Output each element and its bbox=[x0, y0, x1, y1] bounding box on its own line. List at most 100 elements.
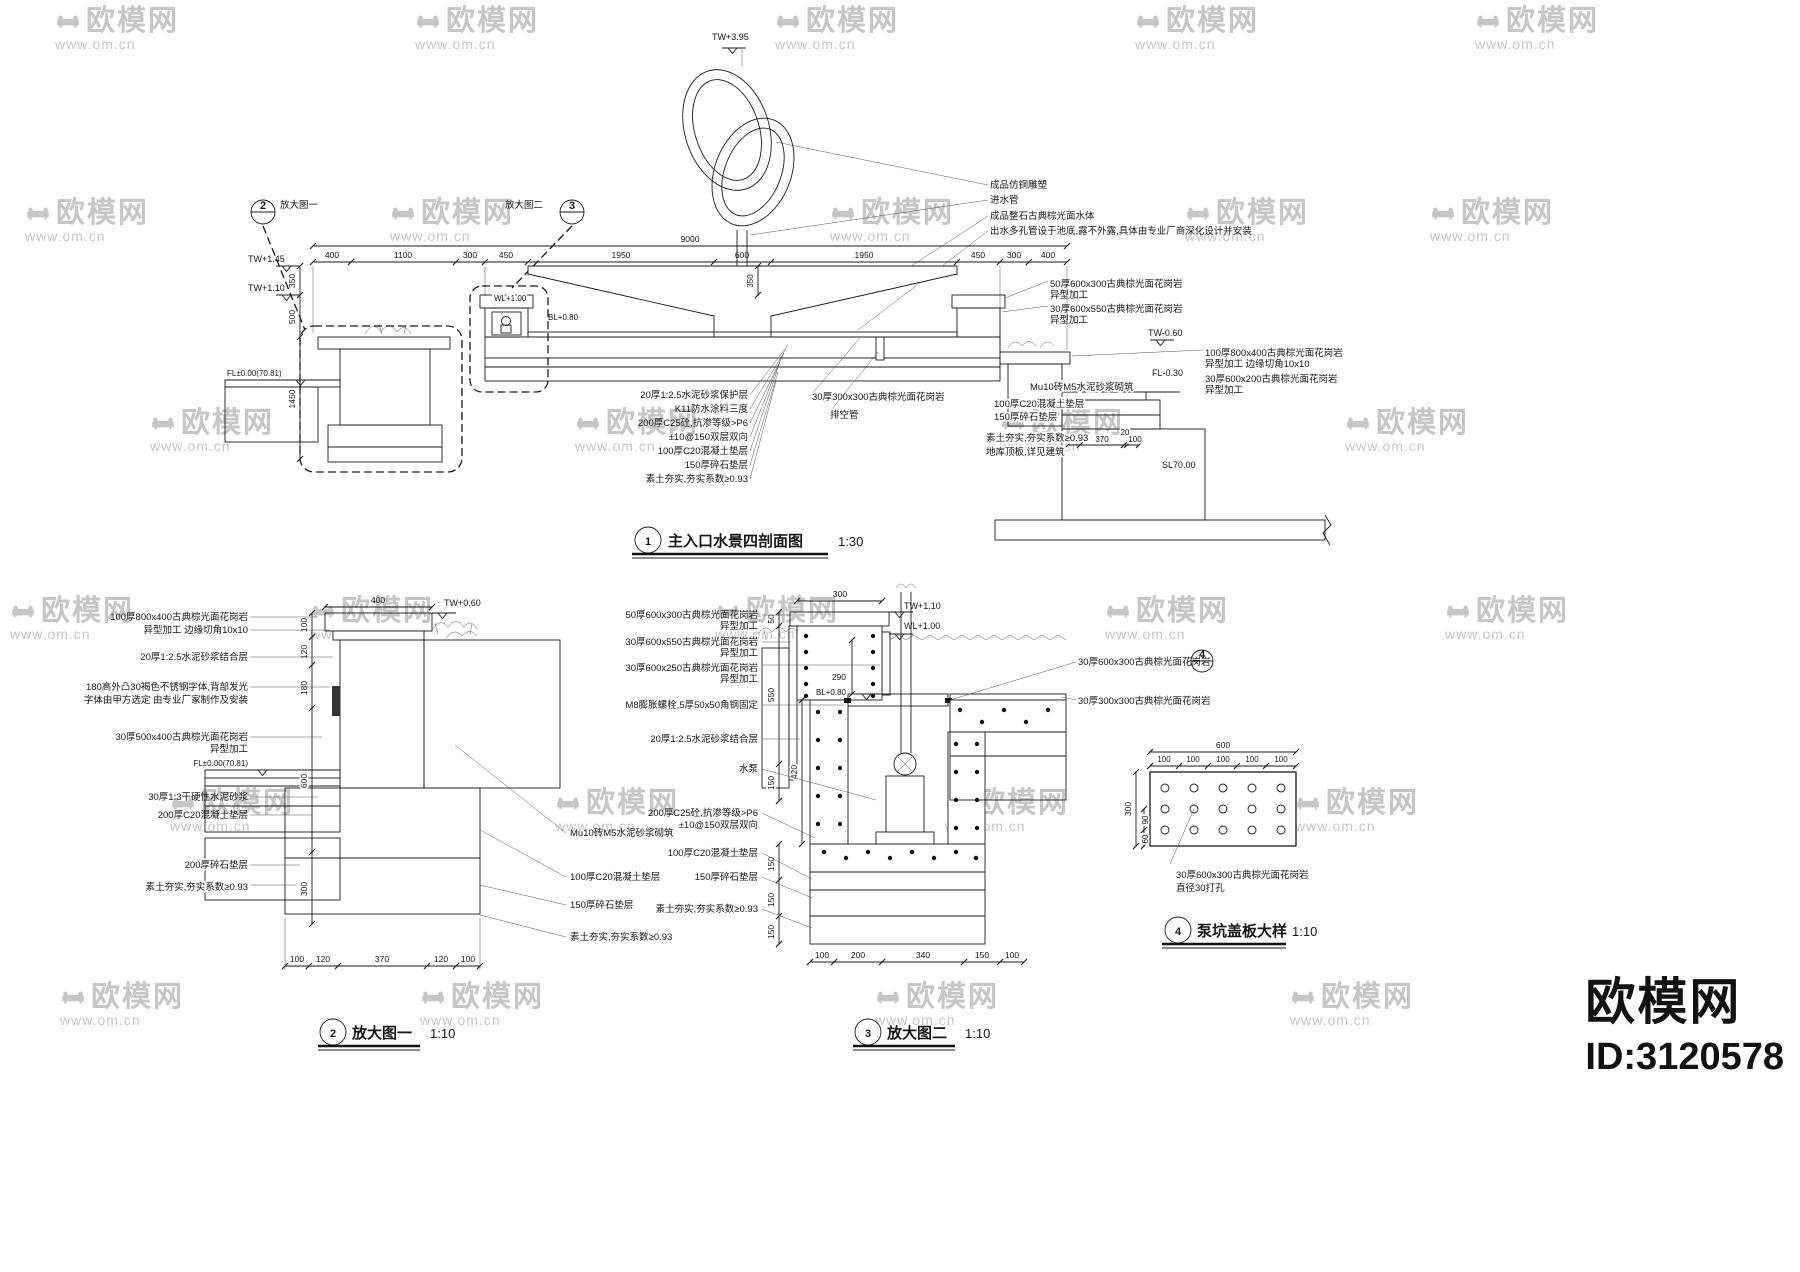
drawing-scale: 1:30 bbox=[838, 534, 863, 549]
main-left-dims: TW+1.45 TW+1.10 350 500 1450 bbox=[248, 254, 304, 463]
dim-bowl: 350 bbox=[746, 274, 755, 288]
sofa-icon bbox=[717, 605, 739, 618]
sofa-icon bbox=[1477, 15, 1499, 28]
sofa-icon bbox=[1002, 417, 1024, 430]
drawing-scale: 1:10 bbox=[965, 1026, 990, 1041]
watermark-url: www.om.cn bbox=[60, 1012, 141, 1029]
note-shaping: 异型加工 边缘切角10x10 bbox=[1205, 358, 1310, 370]
note: 字体由甲方选定 由专业厂家制作及安装 bbox=[84, 694, 249, 706]
dim-top: 300 bbox=[1007, 250, 1021, 260]
watermark-url: www.om.cn bbox=[775, 36, 856, 53]
cover-plate bbox=[1149, 771, 1297, 847]
dim-top: 600 bbox=[735, 250, 749, 260]
ref-bubble-number: 4 bbox=[1199, 649, 1206, 661]
note-masonry: Mu10砖M5水泥砂浆砌筑 bbox=[1030, 381, 1134, 393]
dim-v: 300 bbox=[299, 882, 309, 896]
callout2-label: 放大图二 bbox=[505, 199, 543, 211]
dim-v: 600 bbox=[299, 774, 309, 788]
sofa-icon bbox=[172, 797, 194, 810]
watermark-brand: 欧模网 bbox=[906, 981, 1000, 1013]
sofa-icon bbox=[57, 15, 79, 28]
note-granite: 30厚600x200古典棕光面花岗岩 bbox=[1205, 373, 1338, 385]
watermark-brand: 欧模网 bbox=[451, 981, 545, 1013]
note-sculpture: 成品仿铜雕塑 bbox=[990, 179, 1048, 191]
note: 180高外凸30褐色不锈钢字体,背部发光 bbox=[86, 681, 249, 693]
note: 水泵 bbox=[739, 763, 759, 775]
dim-bottom: 120 bbox=[434, 954, 448, 964]
watermark-url: www.om.cn bbox=[390, 228, 471, 245]
watermark-url: www.om.cn bbox=[830, 228, 911, 245]
watermark-url: www.om.cn bbox=[170, 818, 251, 835]
watermark-url: www.om.cn bbox=[415, 36, 496, 53]
dim-v: 100 bbox=[299, 618, 309, 632]
watermark-url: www.om.cn bbox=[1290, 1012, 1371, 1029]
note-granite: 50厚600x300古典棕光面花岗岩 bbox=[1050, 278, 1183, 290]
level-bl080: BL+0.80 bbox=[548, 313, 579, 322]
detail1-callout-box bbox=[299, 325, 463, 473]
note: 30厚500x400古典棕光面花岗岩 bbox=[115, 731, 248, 743]
note-shaping: 异型加工 bbox=[1050, 290, 1089, 301]
note-drill: 直径30打孔 bbox=[1176, 882, 1225, 894]
sofa-icon bbox=[1137, 15, 1159, 28]
callout-detail2: 放大图二 3 bbox=[505, 199, 585, 289]
sofa-icon bbox=[1187, 207, 1209, 220]
note: 异型加工 bbox=[720, 621, 759, 632]
watermark-brand: 欧模网 bbox=[1376, 407, 1470, 439]
site-brand: 欧模网 ID:3120578 bbox=[1585, 962, 1784, 1079]
sofa-icon bbox=[1292, 991, 1314, 1004]
dim-side: 300 bbox=[1123, 802, 1133, 816]
right-steps: 100 370 20 100 bbox=[994, 341, 1332, 546]
dim-top: 400 bbox=[371, 595, 385, 605]
watermark-url: www.om.cn bbox=[1135, 36, 1216, 53]
watermark-brand: 欧模网 bbox=[446, 5, 540, 37]
note-drain: 排空管 bbox=[830, 409, 859, 421]
callout-detail1: 2 放大图一 bbox=[250, 199, 319, 331]
watermark-brand: 欧模网 bbox=[41, 595, 135, 627]
dim-top: 100 bbox=[1186, 755, 1200, 764]
watermark-url: www.om.cn bbox=[1430, 228, 1511, 245]
sofa-icon bbox=[1347, 417, 1369, 430]
watermark-brand: 欧模网 bbox=[1031, 407, 1125, 439]
dim-top: 300 bbox=[833, 589, 847, 599]
dim-top: 1100 bbox=[394, 250, 413, 260]
dim-right: 370 bbox=[1095, 435, 1109, 444]
level-tw060: TW-0.60 bbox=[1148, 328, 1182, 338]
level-fl000: FL±0.00(70.81) bbox=[227, 369, 282, 378]
level-tw060: TW+0.60 bbox=[444, 598, 481, 608]
sofa-icon bbox=[1447, 605, 1469, 618]
watermark-url: www.om.cn bbox=[10, 626, 91, 643]
note-c25: 200厚C25砼,抗渗等级>P6 bbox=[638, 417, 748, 429]
note-soil: 素土夯实,夯实系数≥0.93 bbox=[646, 473, 748, 485]
watermark-brand: 欧模网 bbox=[86, 5, 180, 37]
level-bl: BL+0.80 bbox=[816, 688, 847, 697]
watermark-url: www.om.cn bbox=[1345, 438, 1426, 455]
note: 异型加工 bbox=[720, 674, 759, 685]
dim-top: 400 bbox=[325, 250, 339, 260]
dim-sub: 60 bbox=[1141, 834, 1150, 843]
sofa-icon bbox=[1107, 605, 1129, 618]
dim-top: 100 bbox=[1216, 755, 1230, 764]
note: 200厚碎石垫层 bbox=[185, 859, 248, 871]
note-c20: 100厚C20混凝土垫层 bbox=[658, 445, 748, 457]
sofa-icon bbox=[557, 797, 579, 810]
note-stone-bowl: 成品整石古典棕光面水体 bbox=[990, 210, 1095, 222]
dim-bottom: 100 bbox=[290, 954, 304, 964]
note: M8膨胀螺栓,5厚50x50角钢固定 bbox=[625, 699, 758, 711]
drawing-scale: 1:10 bbox=[430, 1026, 455, 1041]
note-rebar: ±10@150双层双向 bbox=[669, 431, 748, 443]
level-fl000: FL±0.00(70.81) bbox=[193, 759, 248, 768]
pump-cover-drawing: 600 100 100 100 100 100 300 90 60 30厚600… bbox=[1123, 740, 1317, 949]
note: 20厚1:2.5水泥砂浆结合层 bbox=[140, 651, 248, 663]
level-wl: WL+1.00 bbox=[904, 621, 940, 631]
watermark-url: www.om.cn bbox=[420, 1012, 501, 1029]
